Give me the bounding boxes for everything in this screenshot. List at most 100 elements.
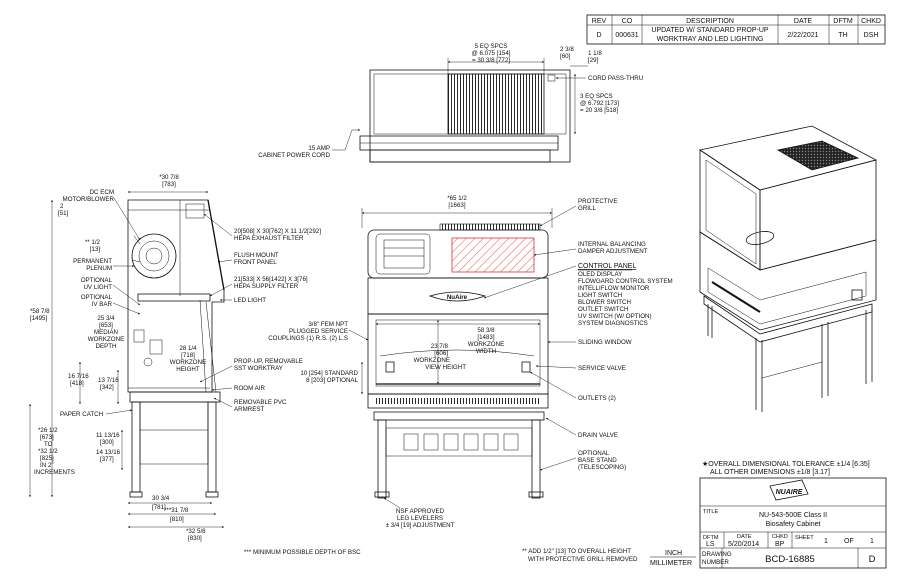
flush-mount-label: FLUSH MOUNT <box>234 252 279 259</box>
sheet-value: 1 <box>824 538 828 545</box>
dim-3-eq-spcs: 3 EQ SPCS <box>580 93 613 100</box>
dim-23-7-8: 23 7/8 <box>431 343 449 350</box>
control-panel-item: FLOWGARD CONTROL SYSTEM <box>578 278 673 285</box>
isometric-view <box>698 125 878 412</box>
side-view: *30 7/8 [783] DC ECM MOTOR/BLOWER 2 [51]… <box>29 174 361 556</box>
dim-31-7-8-mm: [810] <box>170 516 184 523</box>
dim-23-7-8-mm: [606] <box>434 350 448 357</box>
leg-levelers-adjustment: ± 3/4 [19] ADJUSTMENT <box>386 522 455 529</box>
dim-13-7-16: 13 7/16 <box>98 377 119 384</box>
power-cord-label: CABINET POWER CORD <box>258 152 330 159</box>
date-header: DATE <box>794 18 812 25</box>
dftm-header: DFTM <box>833 18 853 25</box>
dim-32-5-8-mm: [830] <box>188 535 202 542</box>
workzone-view-label: WORKZONE <box>414 357 450 364</box>
balancing-damper-label-2: DAMPER ADJUSTMENT <box>578 248 648 255</box>
dim-14-13-16: 14 13/16 <box>96 449 121 456</box>
uv-light-label-2: UV LIGHT <box>83 284 112 291</box>
control-panel-item: OUTLET SWITCH <box>578 306 628 313</box>
control-panel-item: INTELLIFLOW MONITOR <box>578 285 650 292</box>
opening-optional: 8 [203] OPTIONAL <box>306 377 358 384</box>
control-panel-item: OLED DISPLAY <box>578 271 622 278</box>
dim-32-1-2-mm: [825] <box>40 455 54 462</box>
dim-26-1-2: *26 1/2 <box>38 427 58 434</box>
median-depth-label-3: DEPTH <box>96 343 117 350</box>
control-panel-item: BLOWER SWITCH <box>578 299 631 306</box>
median-depth-label-2: WORKZONE <box>88 336 124 343</box>
units-millimeter: MILLIMETER <box>650 560 692 567</box>
workzone-view-label-2: VIEW HEIGHT <box>425 364 466 371</box>
iv-bar-label: OPTIONAL <box>81 294 113 301</box>
date-value: 5/20/2014 <box>728 541 759 548</box>
median-depth-label: MEDIAN <box>94 329 118 336</box>
title-line-1: NU-543-500E Class II <box>759 512 827 519</box>
dim-58-7-8-mm: [1495] <box>30 315 47 322</box>
leg-levelers-label-2: LEG LEVELERS <box>397 515 443 522</box>
service-valve-label: SERVICE VALVE <box>578 365 626 372</box>
dim-2-3-8: 2 3/8 <box>560 46 574 53</box>
base-stand-label: OPTIONAL <box>578 450 610 457</box>
dim-65-1-2: *65 1/2 <box>447 195 467 202</box>
dim-1-1-8-mm: [29] <box>588 57 599 64</box>
prop-up-label-2: SST WORKTRAY <box>234 365 283 372</box>
front-brand-mark: NuAire <box>447 294 468 301</box>
control-panel-item: SYSTEM DIAGNOSTICS <box>578 320 648 327</box>
workzone-width-label-2: WIDTH <box>476 348 496 355</box>
opening-standard: 10 [254] STANDARD <box>300 370 358 377</box>
outlets-label: OUTLETS (2) <box>578 395 616 402</box>
tolerance-note-2: ALL OTHER DIMENSIONS ±1/8 [3.17] <box>710 469 830 476</box>
median-depth: 25 3/4 <box>97 315 115 322</box>
hepa-supply-label: HEPA SUPPLY FILTER <box>234 283 299 290</box>
hepa-supply-size: 21[533] X 56[1422] X 3[76] <box>234 276 308 283</box>
control-panel-item: LIGHT SWITCH <box>578 292 622 299</box>
dim-65-1-2-mm: [1663] <box>448 202 465 209</box>
dim-30-7-8-mm: [783] <box>162 181 176 188</box>
uv-light-label: OPTIONAL <box>81 277 113 284</box>
description-line-1: UPDATED W/ STANDARD PROP-UP <box>651 27 769 34</box>
fem-npt-label: 3/8" FEM NPT <box>308 321 348 328</box>
drawing-number-label: DRAWING <box>702 551 732 558</box>
power-cord-amp: 15 AMP <box>308 145 330 152</box>
dftm-label: DFTM <box>703 535 719 541</box>
dim-58-3-8: 58 3/8 <box>477 327 495 334</box>
base-stand-label-2: BASE STAND <box>578 457 617 464</box>
chkd-label: CHKD <box>772 534 788 540</box>
motor-label-2: MOTOR/BLOWER <box>63 196 115 203</box>
dim-1-1-8: 1 1/8 <box>588 50 602 57</box>
workzone-width-label: WORKZONE <box>468 341 504 348</box>
fem-npt-label-2: PLUGGED SERVICE <box>289 328 348 335</box>
dim-31-7-8: ***31 7/8 <box>164 507 189 514</box>
dim-in-2: IN 2" <box>40 462 54 469</box>
prop-up-label: PROP-UP, REMOVABLE <box>234 358 303 365</box>
cord-pass-thru-label: CORD PASS-THRU <box>588 75 643 82</box>
dim-58-7-8: *58 7/8 <box>30 308 50 315</box>
led-light-label: LED LIGHT <box>234 297 266 304</box>
dim-2-3-8-mm: [60] <box>560 53 571 60</box>
dim-5-eq-spcs-total: = 30 3/8 [772] <box>472 57 510 64</box>
flush-mount-label-2: FRONT PANEL <box>234 259 277 266</box>
dftm-value: TH <box>838 32 847 39</box>
dim-32-1-2: *32 1/2 <box>38 448 58 455</box>
dim-2: 2 <box>60 203 64 210</box>
title-block: NUAIRE TITLE NU-543-500E Class II Biosaf… <box>699 477 887 569</box>
tolerance-note: ★OVERALL DIMENSIONAL TOLERANCE ±1/4 [6.3… <box>702 460 870 468</box>
dim-increments: INCREMENTS <box>34 469 75 476</box>
protective-grill-label-2: GRILL <box>578 205 596 212</box>
of-label: OF <box>844 538 854 545</box>
dim-32-5-8: *32 5/8 <box>186 528 206 535</box>
workzone-height-mm: [718] <box>181 352 195 359</box>
workzone-height-label: WORKZONE <box>170 359 206 366</box>
dim-58-3-8-mm: [1483] <box>477 334 494 341</box>
dim-11-13-16-mm: [300] <box>100 439 114 446</box>
leg-levelers-label: NSF APPROVED <box>396 508 445 515</box>
drawing-number: BCD-16885 <box>765 554 815 565</box>
base-stand-label-3: (TELESCOPING) <box>578 464 626 471</box>
chkd-header: CHKD <box>861 18 881 25</box>
dim-to: TO <box>44 441 53 448</box>
drain-valve-label: DRAIN VALVE <box>578 432 618 439</box>
armrest-label-2: ARMREST <box>234 406 264 413</box>
description-header: DESCRIPTION <box>686 18 734 25</box>
min-depth-note: *** MINIMUM POSSIBLE DEPTH OF BSC <box>244 549 361 556</box>
